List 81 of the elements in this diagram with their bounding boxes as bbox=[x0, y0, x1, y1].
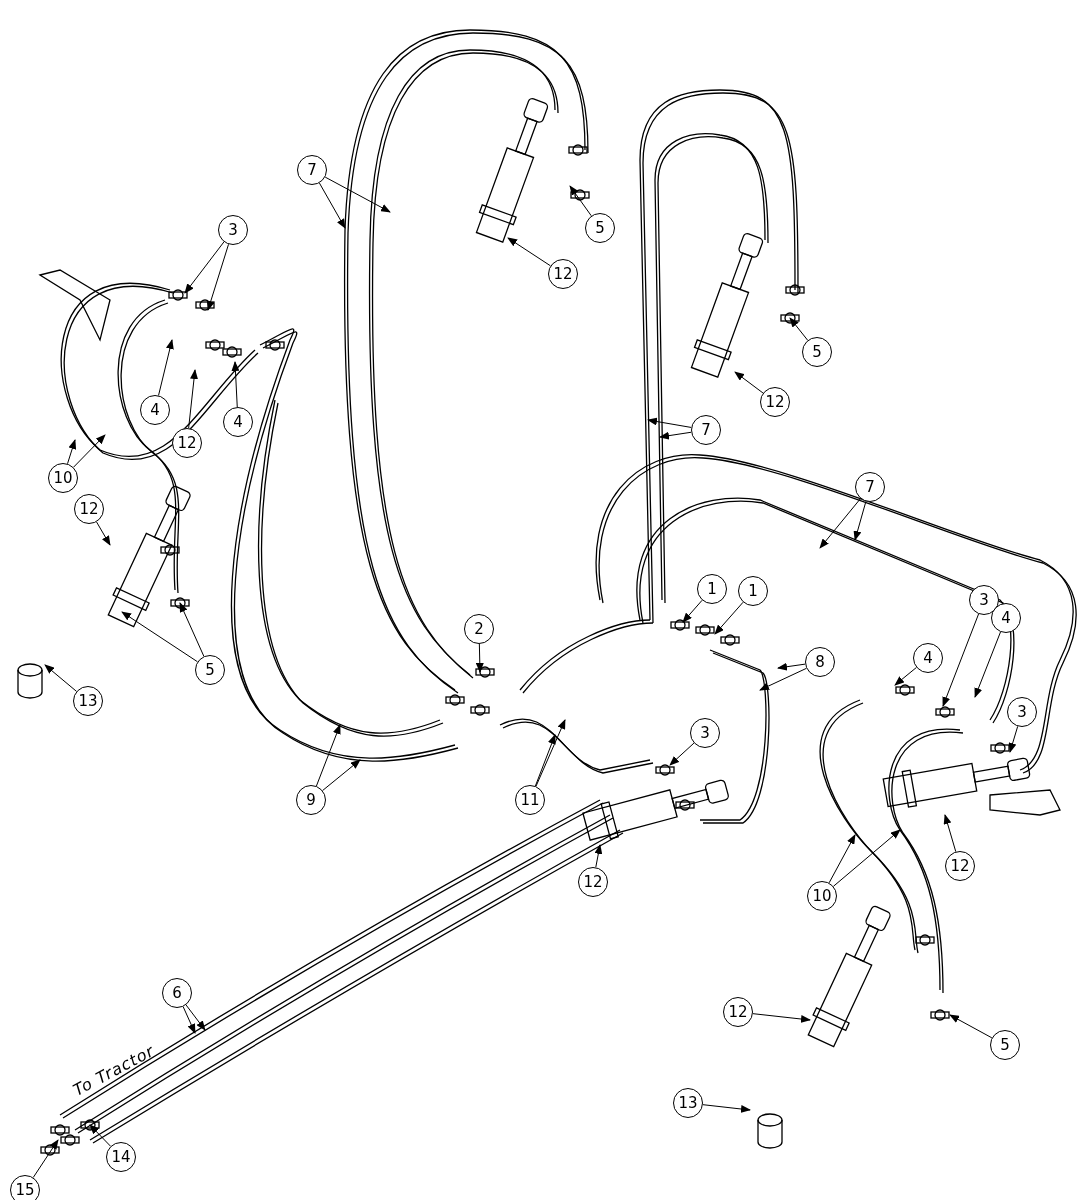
leader-line bbox=[569, 185, 592, 217]
leader-line bbox=[828, 834, 856, 884]
callout-number: 12 bbox=[74, 494, 104, 524]
leader-line bbox=[894, 667, 917, 686]
leader-line bbox=[943, 814, 957, 853]
leader-line bbox=[507, 237, 551, 267]
callout-number: 13 bbox=[73, 686, 103, 716]
callout-number: 5 bbox=[195, 655, 225, 685]
leader-line bbox=[184, 241, 225, 294]
leader-line bbox=[188, 369, 198, 429]
leader-line bbox=[789, 317, 809, 341]
leader-line bbox=[206, 243, 230, 311]
callout-number: 10 bbox=[807, 881, 837, 911]
leader-line bbox=[832, 829, 901, 887]
callout-number: 7 bbox=[855, 472, 885, 502]
leader-line bbox=[315, 724, 341, 787]
leader-line bbox=[734, 371, 764, 394]
leader-line bbox=[777, 662, 806, 671]
callout-number: 15 bbox=[10, 1175, 40, 1200]
callout-number: 11 bbox=[515, 785, 545, 815]
callout-number: 3 bbox=[1007, 697, 1037, 727]
leader-line bbox=[714, 601, 744, 635]
callout-number: 12 bbox=[945, 851, 975, 881]
leader-line bbox=[158, 339, 174, 396]
callout-number: 12 bbox=[578, 867, 608, 897]
leader-line bbox=[231, 361, 240, 408]
leader-line bbox=[942, 613, 980, 707]
callout-number: 3 bbox=[690, 718, 720, 748]
leader-line bbox=[594, 844, 603, 868]
leader-line bbox=[819, 498, 861, 549]
leader-line bbox=[475, 643, 484, 673]
leader-line bbox=[324, 176, 391, 213]
leader-line bbox=[702, 1104, 751, 1113]
leader-line bbox=[535, 719, 566, 787]
leader-line bbox=[32, 1139, 59, 1178]
callout-number: 7 bbox=[691, 415, 721, 445]
callout-number: 14 bbox=[106, 1142, 136, 1172]
leader-line bbox=[96, 521, 111, 546]
leader-line bbox=[182, 1006, 196, 1034]
leader-line bbox=[949, 1014, 993, 1039]
leader-line bbox=[121, 611, 198, 663]
callout-number: 9 bbox=[296, 785, 326, 815]
leader-line bbox=[752, 1013, 811, 1023]
callout-number: 5 bbox=[585, 213, 615, 243]
callout-number: 12 bbox=[760, 387, 790, 417]
leader-line bbox=[853, 500, 867, 541]
callout-number: 10 bbox=[48, 463, 78, 493]
callout-number: 13 bbox=[673, 1088, 703, 1118]
leader-line bbox=[659, 431, 692, 440]
leader-line bbox=[759, 667, 807, 691]
leader-line bbox=[67, 439, 77, 465]
callout-number: 5 bbox=[990, 1030, 1020, 1060]
callout-number: 4 bbox=[991, 603, 1021, 633]
callout-number: 3 bbox=[218, 215, 248, 245]
leader-line bbox=[73, 434, 106, 468]
callout-number: 12 bbox=[548, 259, 578, 289]
callout-number: 6 bbox=[162, 978, 192, 1008]
callout-number: 4 bbox=[913, 643, 943, 673]
callout-number: 4 bbox=[140, 395, 170, 425]
leader-line bbox=[322, 759, 361, 791]
callout-number: 8 bbox=[805, 647, 835, 677]
leader-line bbox=[974, 631, 1001, 698]
leader-line bbox=[318, 182, 346, 229]
callout-number: 1 bbox=[738, 576, 768, 606]
callout-number: 12 bbox=[723, 997, 753, 1027]
leader-line bbox=[647, 417, 692, 428]
callout-number: 1 bbox=[697, 574, 727, 604]
leader-line bbox=[669, 742, 695, 766]
callout-number: 5 bbox=[802, 337, 832, 367]
leader-line bbox=[44, 664, 77, 692]
leader-line bbox=[185, 1004, 206, 1031]
callout-number: 12 bbox=[172, 428, 202, 458]
leader-line bbox=[534, 734, 556, 787]
callout-number: 4 bbox=[223, 407, 253, 437]
leader-line bbox=[179, 602, 205, 657]
callout-number: 2 bbox=[464, 614, 494, 644]
callout-number: 7 bbox=[297, 155, 327, 185]
leader-line bbox=[1008, 725, 1019, 753]
leader-line bbox=[682, 599, 703, 623]
leader-line bbox=[89, 1124, 112, 1147]
callout-number: 3 bbox=[969, 585, 999, 615]
